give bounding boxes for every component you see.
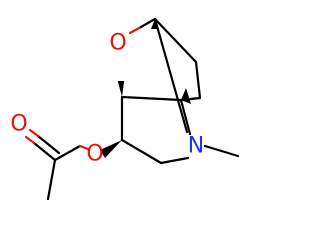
bond-n-methyl <box>203 144 240 158</box>
acetyl-bonds <box>24 128 90 201</box>
bond-carbonyl-c-ester-o <box>53 144 82 162</box>
bond-carbonyl-methyl <box>46 158 57 201</box>
bond-c-mid-n <box>179 98 192 136</box>
bond-carbonyl-double-1-red <box>24 135 36 145</box>
ring-o-mask <box>106 57 130 81</box>
bond-carbonyl-double-1 <box>32 141 57 162</box>
bond-c-top-c-mid <box>153 17 189 134</box>
wedge-c-top <box>151 19 159 29</box>
skeleton-bonds <box>120 17 240 165</box>
bond-o-c-top-red <box>128 25 143 35</box>
ester-oxygen-label: O <box>86 142 103 167</box>
bond-ch2-n <box>159 156 190 165</box>
wedge-c-ester-o <box>100 140 122 158</box>
bond-c-right-c-far <box>194 60 202 100</box>
bond-carbonyl-double-2 <box>36 134 61 155</box>
carbonyl-oxygen-label: O <box>10 112 27 137</box>
wedge-c-mid <box>181 88 191 104</box>
bond-carbonyl-double-2-red <box>28 128 40 138</box>
ring-oxygen-label: O <box>109 31 126 56</box>
bond-carbonyl-c-ester-o-red <box>78 144 90 151</box>
atom-labels: O O O N <box>10 31 204 167</box>
molecule-structure: O O O N <box>10 17 240 201</box>
bond-c-upper-c-mid <box>120 95 183 102</box>
nitrogen-label: N <box>188 134 204 159</box>
bond-c-top-c-right <box>153 17 198 64</box>
bond-c-lower-ch2 <box>120 138 163 165</box>
bond-o-c-top <box>139 17 157 29</box>
